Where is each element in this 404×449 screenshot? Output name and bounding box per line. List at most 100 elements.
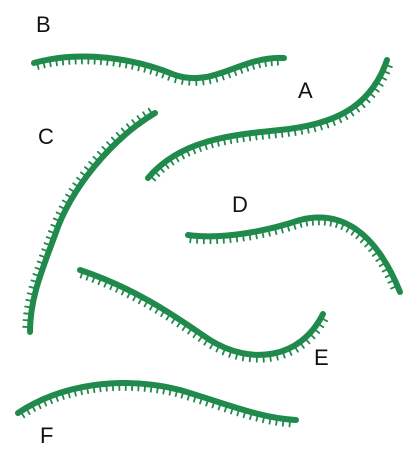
curve-b-tick bbox=[210, 78, 211, 83]
curve-c-tick bbox=[70, 189, 74, 192]
curve-b-tick bbox=[162, 73, 164, 78]
curve-d-tick bbox=[275, 229, 276, 234]
curve-c-tick bbox=[28, 293, 33, 294]
curve-d-tick bbox=[300, 222, 301, 227]
curve-c-tick bbox=[102, 147, 106, 150]
curve-e-tick bbox=[199, 337, 202, 341]
curve-a-tick bbox=[356, 108, 359, 112]
curve-d-tick bbox=[282, 228, 283, 233]
curve-f-tick bbox=[44, 401, 46, 406]
curve-b-tick bbox=[126, 63, 127, 68]
curve-b bbox=[34, 57, 284, 86]
curve-e-tick bbox=[128, 293, 130, 297]
curve-a-tick bbox=[385, 72, 390, 74]
curve-e-tick bbox=[323, 319, 327, 321]
curve-e-tick bbox=[145, 302, 148, 306]
curve-c-tick bbox=[107, 142, 111, 146]
curve-e-tick bbox=[311, 335, 315, 338]
curve-f-tick bbox=[94, 387, 95, 392]
curve-e-tick bbox=[133, 296, 135, 301]
curve-c-tick bbox=[42, 249, 47, 251]
curve-d-tick bbox=[369, 248, 373, 251]
curve-d-tick bbox=[237, 237, 238, 242]
curve-f-tick bbox=[81, 389, 82, 394]
curve-e-tick bbox=[223, 350, 225, 355]
curve-f-tick bbox=[206, 401, 208, 406]
curve-c-tick bbox=[132, 120, 135, 124]
curve-d-tick bbox=[376, 258, 380, 261]
curve-d-line bbox=[188, 218, 400, 292]
curve-c-tick bbox=[47, 237, 52, 239]
curve-c-tick bbox=[66, 195, 70, 198]
curve-b-tick bbox=[228, 73, 230, 78]
curve-d-tick bbox=[325, 220, 326, 225]
curve-f-tick bbox=[256, 416, 257, 421]
curve-f-tick bbox=[157, 388, 158, 393]
curve-e-tick bbox=[315, 330, 319, 333]
curve-d-tick bbox=[388, 281, 393, 283]
curve-e-tick bbox=[156, 309, 159, 313]
curve-e-tick bbox=[210, 344, 213, 348]
curve-e-tick bbox=[139, 299, 141, 303]
curve-c-tick bbox=[122, 129, 125, 133]
curve-c-tick bbox=[143, 112, 146, 116]
curve-e-tick bbox=[243, 356, 244, 361]
curve-c-tick bbox=[45, 243, 50, 245]
curve-label-d: D bbox=[232, 194, 248, 216]
curve-b-tick bbox=[235, 70, 237, 75]
curve-f-tick bbox=[237, 411, 238, 416]
curve-a-tick bbox=[218, 141, 219, 146]
curve-f-tick bbox=[38, 404, 40, 409]
curve-f-tick bbox=[27, 410, 30, 414]
curve-a-tick bbox=[199, 146, 201, 151]
curve-e-tick bbox=[283, 353, 285, 358]
curve-a-tick bbox=[212, 143, 213, 148]
curve-d-tick bbox=[365, 243, 369, 246]
curve-f-tick bbox=[170, 390, 171, 395]
curve-b-tick bbox=[253, 64, 254, 69]
curve-c-tick bbox=[33, 274, 38, 276]
curve-f-tick bbox=[100, 386, 101, 391]
curve-f-tick bbox=[176, 391, 177, 396]
curve-c-tick bbox=[138, 116, 141, 120]
curve-c-tick bbox=[149, 109, 152, 113]
curve-e-tick bbox=[110, 285, 112, 290]
curve-a-tick bbox=[366, 99, 370, 103]
curve-b-tick bbox=[50, 61, 51, 66]
curve-d-tick bbox=[288, 226, 289, 231]
curve-a-tick bbox=[156, 173, 160, 177]
curve-e-tick bbox=[306, 340, 309, 344]
curve-b-tick bbox=[265, 61, 266, 66]
curve-d bbox=[188, 218, 400, 292]
curve-f-tick bbox=[250, 414, 251, 419]
curve-e-tick bbox=[122, 290, 124, 295]
curve-a-tick bbox=[282, 132, 283, 137]
curve-c-tick bbox=[93, 157, 97, 160]
curve-a-tick bbox=[193, 149, 195, 154]
curve-e-tick bbox=[250, 356, 251, 361]
curve-d-tick bbox=[243, 236, 244, 241]
curve-a-tick bbox=[243, 136, 244, 141]
curve-c-tick bbox=[40, 255, 45, 257]
curve-c-tick bbox=[60, 206, 65, 208]
curve-c-tick bbox=[49, 231, 54, 233]
curve-c-tick bbox=[51, 225, 56, 227]
curve-c-tick bbox=[31, 280, 36, 281]
curve-b-tick bbox=[247, 66, 249, 71]
curve-a-tick bbox=[262, 134, 263, 139]
curve-d-tick bbox=[347, 227, 350, 231]
curve-a-tick bbox=[182, 154, 184, 159]
curve-d-tick bbox=[356, 234, 359, 238]
curve-f-tick bbox=[263, 417, 264, 422]
curve-c-tick bbox=[77, 178, 81, 181]
curve-a-tick bbox=[161, 168, 164, 172]
curve-d-tick bbox=[250, 235, 251, 240]
curve-b-tick bbox=[175, 78, 176, 83]
curve-e-tick bbox=[216, 347, 218, 352]
curve-b-tick bbox=[113, 61, 114, 66]
curve-e-tick bbox=[295, 347, 298, 351]
curve-f-tick bbox=[33, 407, 35, 411]
curve-b-tick bbox=[203, 80, 204, 85]
curve-f-tick bbox=[188, 395, 190, 400]
curve-label-c: C bbox=[38, 126, 54, 148]
